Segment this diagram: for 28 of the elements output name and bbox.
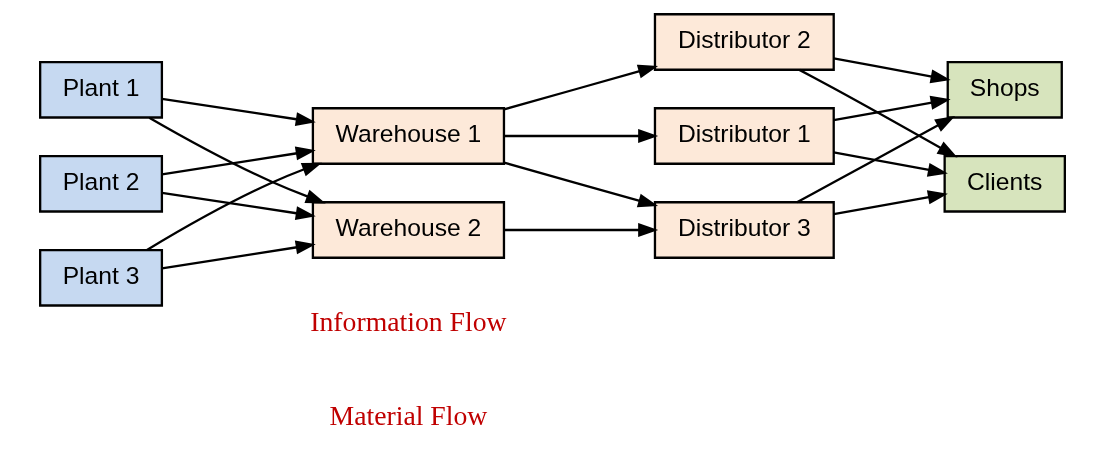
arrow	[145, 162, 322, 251]
node-box: Plant 1	[38, 60, 163, 119]
node-box: Plant 3	[38, 248, 163, 307]
arrow	[833, 190, 948, 216]
arrow	[161, 240, 316, 270]
arrow	[503, 129, 658, 144]
arrow	[503, 64, 658, 111]
node-box: Clients	[943, 154, 1066, 213]
label: Information Flow	[309, 305, 507, 337]
arrow	[833, 57, 951, 84]
arrow	[161, 97, 316, 127]
node-box: Plant 2	[38, 154, 163, 213]
label: Material Flow	[329, 399, 487, 431]
node-box: Shops	[946, 60, 1063, 119]
node-box: Distributor 1	[653, 107, 835, 165]
node-box: Warehouse 1	[311, 107, 505, 165]
node-box: Warehouse 2	[311, 201, 505, 259]
arrow	[503, 223, 658, 237]
arrow	[833, 151, 948, 177]
arrow	[833, 95, 951, 122]
arrow	[161, 146, 316, 176]
node-box: Distributor 2	[653, 13, 835, 71]
arrow	[503, 161, 658, 208]
arrow	[148, 116, 326, 204]
node-box: Distributor 3	[653, 201, 835, 259]
arrow	[795, 116, 955, 204]
arrow	[798, 68, 957, 158]
arrow	[161, 191, 316, 221]
